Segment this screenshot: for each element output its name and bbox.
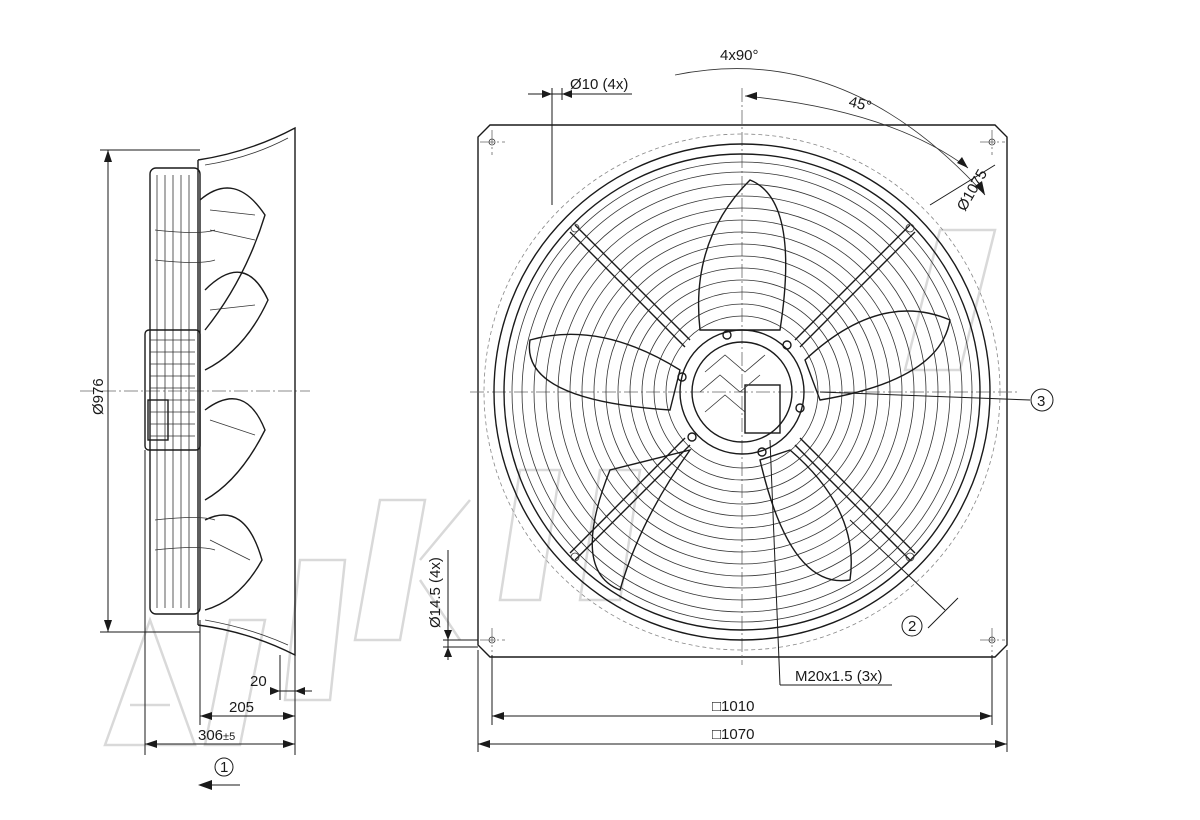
impeller-blades (528, 179, 951, 591)
hole-14-5-label: Ø14.5 (4x) (427, 557, 444, 628)
watermark (103, 228, 997, 747)
angle-4x90-label: 4x90° (720, 47, 759, 64)
item-1-label: 1 (220, 759, 228, 776)
dim-306-label: 306±5 (198, 727, 235, 744)
guard-spokes (569, 224, 916, 561)
item-2-label: 2 (908, 618, 916, 635)
dia-976-label: Ø976 (90, 378, 107, 415)
thread-m20-label: M20x1.5 (3x) (795, 668, 883, 685)
square-1070-label: □1070 (712, 726, 754, 743)
dim-205-label: 205 (229, 699, 254, 716)
side-view: Ø976 20 205 306±5 1 (80, 126, 312, 790)
angle-45-label: 45° (847, 93, 873, 115)
item-3-label: 3 (1037, 393, 1045, 410)
dim-20-label: 20 (250, 673, 267, 690)
front-view: 4x90° 45° Ø10 (4x) Ø1075 Ø14.5 (4x) 3 2 (427, 47, 1054, 752)
dia-1075-label: Ø1075 (954, 166, 991, 214)
hole-10-label: Ø10 (4x) (570, 76, 628, 93)
guard-rings (521, 171, 963, 613)
square-1010-label: □1010 (712, 698, 754, 715)
